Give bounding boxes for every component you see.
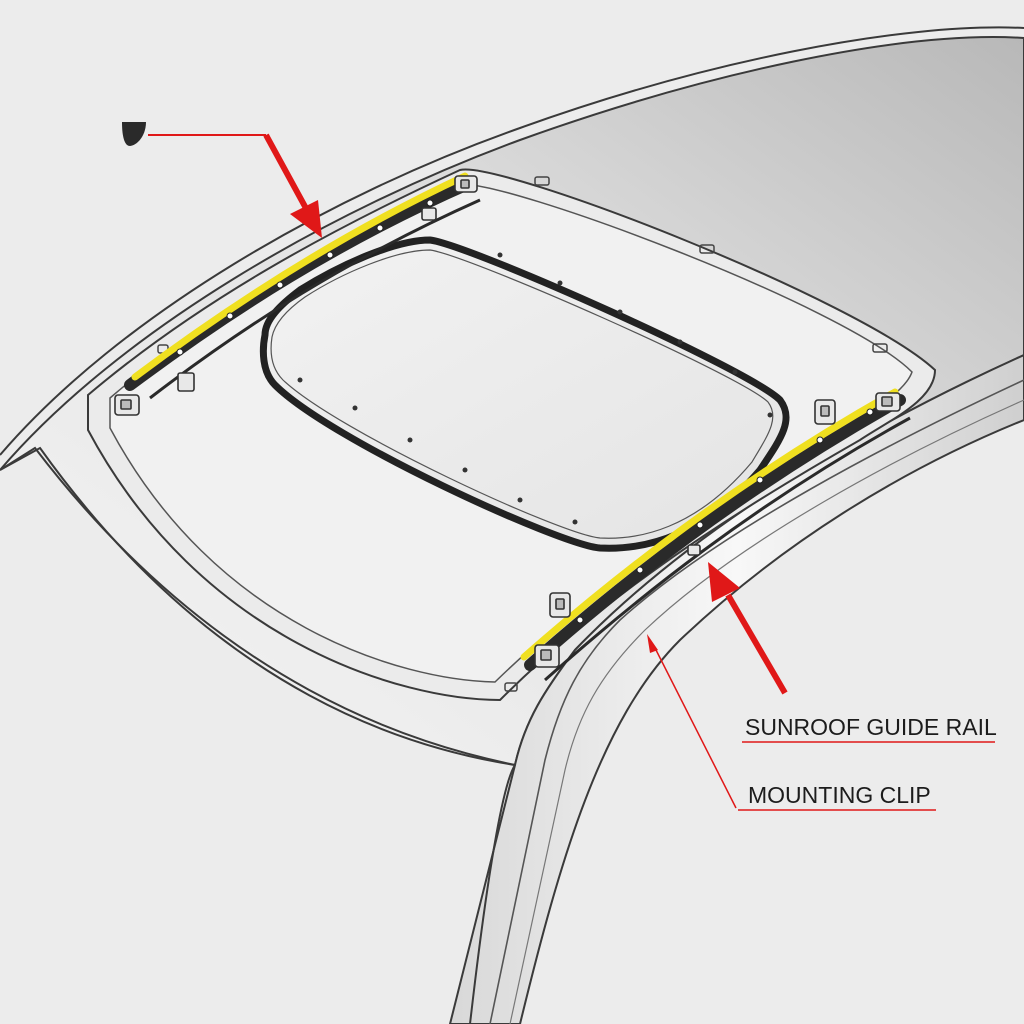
mounting-clip-icon — [687, 544, 701, 556]
mounting-clip-icon — [814, 399, 836, 425]
mounting-clip-icon — [421, 207, 437, 221]
mounting-clip-label: MOUNTING CLIP — [748, 782, 931, 808]
mounting-clip-icon — [177, 372, 195, 392]
mounting-clip-icon — [454, 175, 478, 193]
marker-pin-icon — [122, 122, 146, 146]
mounting-clip-icon — [534, 644, 560, 668]
side-body-pillar — [448, 353, 1024, 1024]
mounting-clip-icon — [875, 392, 901, 412]
rail-bolts — [176, 199, 434, 356]
right-guide-rail — [520, 388, 911, 682]
left-guide-rail — [124, 172, 481, 400]
callout-arrow-icon — [647, 634, 737, 809]
seal-clips — [297, 252, 773, 525]
callout-labels: SUNROOF GUIDE RAIL MOUNTING CLIP — [738, 714, 997, 811]
guide-rail-label: SUNROOF GUIDE RAIL — [745, 714, 997, 740]
callout-arrows — [148, 133, 788, 809]
mounting-clip-icon — [114, 394, 140, 416]
mounting-clips — [114, 175, 901, 668]
callout-arrow-icon — [708, 562, 788, 695]
callout-arrow-icon — [148, 133, 322, 238]
rail-bolts — [576, 408, 874, 624]
mounting-clip-icon — [549, 592, 571, 618]
